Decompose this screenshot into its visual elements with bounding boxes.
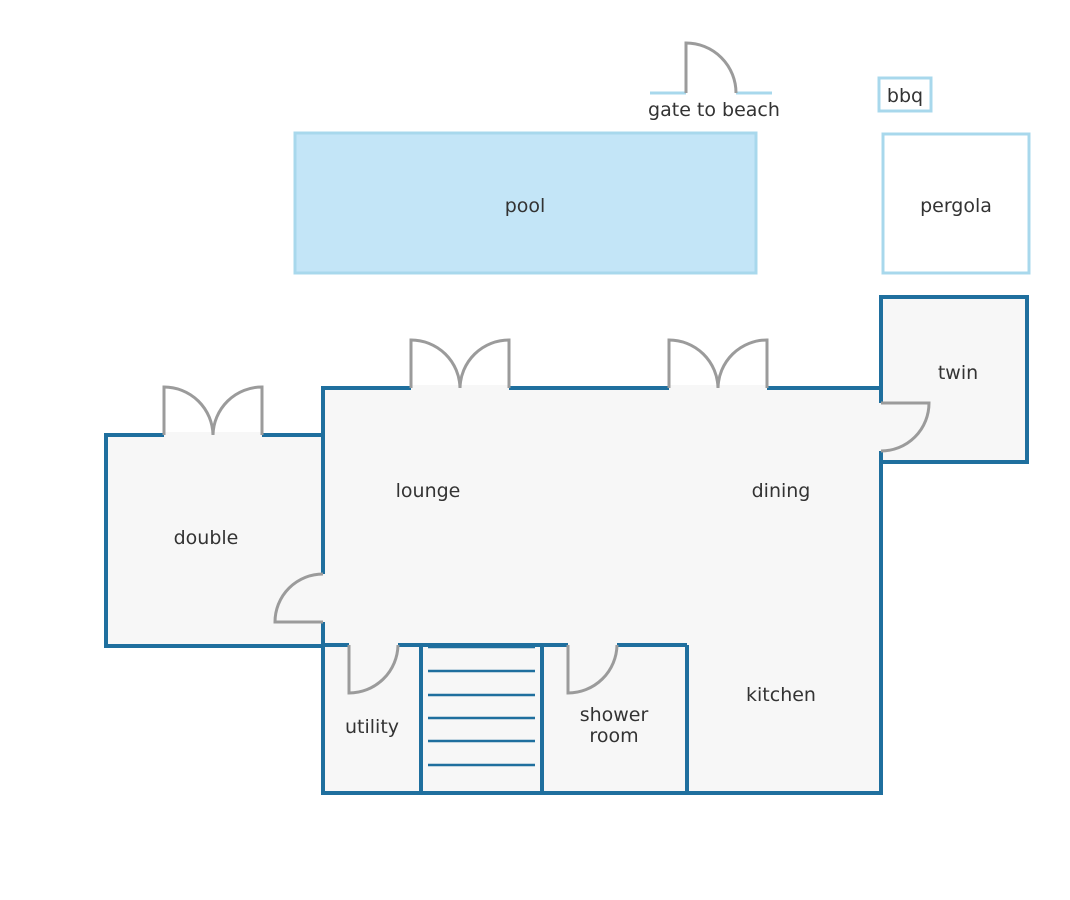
- dining-door-icon: [667, 338, 769, 389]
- shower-room-label-line2: room: [589, 725, 638, 747]
- shower-room-label-line1: shower: [580, 704, 649, 726]
- room-main: [321, 386, 883, 795]
- shower-door-icon: [566, 644, 619, 695]
- twin-label: twin: [938, 362, 978, 384]
- pergola-area: [881, 132, 1031, 275]
- room-twin: [879, 295, 1029, 464]
- staircase: [428, 645, 535, 767]
- gate-icon: [684, 41, 738, 94]
- pool-label: pool: [505, 195, 546, 217]
- gate-label: gate to beach: [648, 99, 780, 121]
- pool-area: [293, 131, 758, 275]
- twin-room-door-icon: [880, 401, 931, 453]
- utility-door-icon: [347, 644, 400, 695]
- lounge-label: lounge: [396, 480, 461, 502]
- kitchen-label: kitchen: [746, 684, 816, 706]
- dining-label: dining: [752, 480, 811, 502]
- lounge-door-icon: [409, 338, 511, 389]
- utility-label: utility: [345, 716, 399, 738]
- bbq-area: [877, 76, 933, 113]
- double-room-door-icon: [273, 572, 324, 624]
- gate-to-beach: [650, 41, 772, 95]
- double-label: double: [174, 527, 239, 549]
- pergola-label: pergola: [920, 195, 992, 217]
- bbq-label: bbq: [887, 85, 923, 107]
- double-door-icon: [162, 385, 264, 436]
